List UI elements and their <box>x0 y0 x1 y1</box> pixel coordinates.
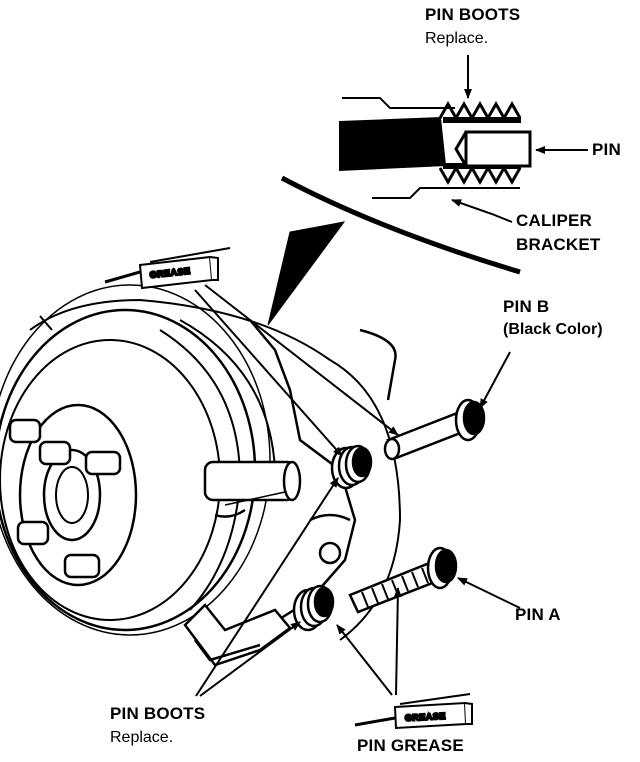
inset-housing <box>339 116 447 172</box>
inset-bracket-line <box>372 187 520 199</box>
label-pin-b-note: (Black Color) <box>503 321 603 338</box>
callout-lines <box>194 55 588 697</box>
grease-tube-bottom: GREASE <box>354 693 473 730</box>
pin-b <box>330 398 486 490</box>
pin-boot-lower <box>292 584 335 632</box>
inset-boot-upper-line <box>342 97 455 109</box>
grease-tube-top: GREASE <box>104 247 231 290</box>
label-caliper-bracket-2: BRACKET <box>516 235 601 254</box>
lug-studs <box>8 418 122 579</box>
line-pin-grease-2 <box>393 587 402 696</box>
inset-pin <box>464 130 532 168</box>
label-pin-grease: PIN GREASE <box>357 736 464 755</box>
inset-arc <box>280 175 521 275</box>
inset-detail <box>267 97 532 326</box>
line-grease-top-1 <box>194 289 343 457</box>
pin-a <box>292 546 458 632</box>
label-pin: PIN <box>592 140 621 159</box>
grease-tube-bottom-label: GREASE <box>405 711 446 723</box>
line-pin-boots-bottom-2 <box>199 621 301 697</box>
arrow-pin-b <box>479 351 511 409</box>
line-grease-top-2 <box>204 284 399 436</box>
caliper-bracket <box>183 319 397 667</box>
label-pin-boots-top: PIN BOOTS <box>425 5 521 24</box>
label-caliper-bracket-1: CALIPER <box>516 211 593 230</box>
label-pin-boots-bottom: PIN BOOTS <box>110 704 206 723</box>
inset-boot-lower <box>438 164 522 186</box>
pin-boot-upper <box>330 444 373 490</box>
arrow-pin-a <box>457 577 521 609</box>
line-pin-boots-bottom-1 <box>195 477 339 697</box>
inset-callout-wedge <box>267 221 346 326</box>
inset-boot-upper <box>438 100 522 122</box>
label-pin-boots-top-note: Replace. <box>425 30 489 47</box>
line-pin-grease-1 <box>336 624 393 696</box>
arrow-caliper-bracket <box>451 199 513 223</box>
label-pin-a: PIN A <box>515 605 561 624</box>
brake-rotor <box>0 284 402 641</box>
label-pin-b: PIN B <box>503 297 550 316</box>
label-pin-boots-bottom-note: Replace. <box>110 729 174 746</box>
